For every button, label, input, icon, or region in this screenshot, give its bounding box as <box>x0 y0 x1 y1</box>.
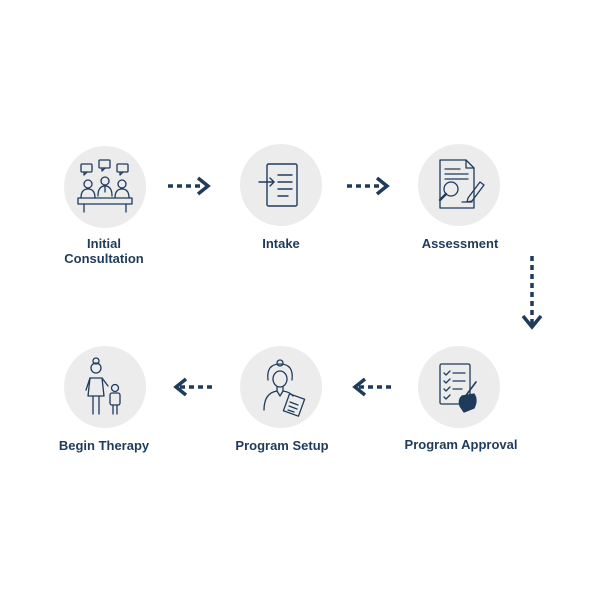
program-approval-circle <box>418 346 500 428</box>
assessment-circle <box>418 144 500 226</box>
step-label-line-2: Consultation <box>64 251 144 266</box>
parent-child-icon <box>85 357 121 415</box>
intake-circle <box>240 144 322 226</box>
consultation-circle <box>64 146 146 228</box>
consultation-group-icon <box>77 159 133 213</box>
step-label-begin-therapy: Begin Therapy <box>58 438 150 453</box>
approval-checklist-icon <box>439 363 477 413</box>
arrow-right-2 <box>345 175 397 197</box>
arrow-left-2 <box>166 376 218 398</box>
step-label-assessment: Assessment <box>421 236 499 251</box>
step-label-program-setup: Program Setup <box>235 438 329 453</box>
setup-clipboard-person-icon <box>263 359 306 417</box>
begin-therapy-circle <box>64 346 146 428</box>
arrow-left-1 <box>345 376 397 398</box>
step-label-line-1: Initial <box>87 236 121 251</box>
arrow-right-1 <box>166 175 218 197</box>
step-label-initial-consultation: Initial Consultation <box>29 236 179 266</box>
step-label-program-approval: Program Approval <box>404 437 518 452</box>
assessment-document-icon <box>438 159 485 209</box>
step-label-intake: Intake <box>262 236 300 251</box>
arrow-down <box>520 254 544 334</box>
intake-list-icon <box>258 163 298 207</box>
program-setup-circle <box>240 346 322 428</box>
